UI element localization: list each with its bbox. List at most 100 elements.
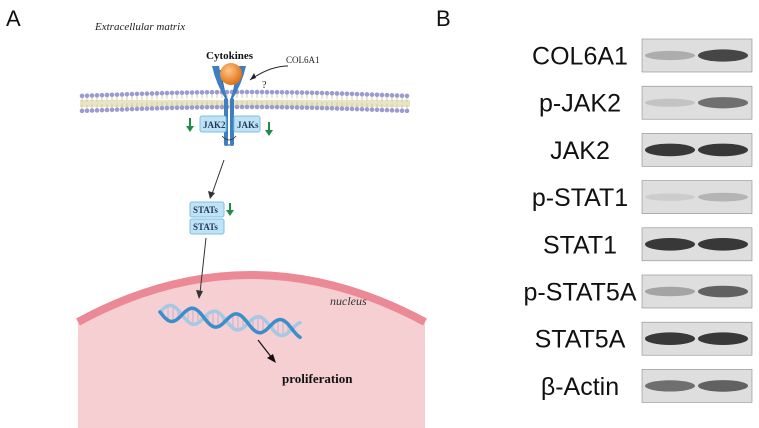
lipid-head [394, 93, 400, 98]
band-lane-2 [698, 97, 748, 109]
band-lane-1 [645, 332, 695, 346]
stats-box-top [189, 201, 225, 218]
lipid-head [84, 93, 90, 99]
lipid-head [319, 105, 325, 111]
lipid-head [304, 105, 310, 110]
lipid-head [169, 90, 175, 96]
lipid-head [339, 91, 345, 96]
stats-box-bottom [189, 218, 225, 235]
lipid-head [309, 105, 315, 111]
cell-membrane [79, 89, 410, 114]
lipid-head [274, 89, 280, 95]
lipid-head [374, 107, 380, 113]
lipid-head [199, 105, 205, 110]
jaks-label: JAKs [237, 120, 259, 130]
lipid-head [149, 91, 155, 96]
lipid-head [239, 89, 245, 95]
lipid-head [249, 104, 255, 110]
lipid-head [269, 104, 275, 110]
lipid-head [384, 92, 390, 98]
band-lane-2 [698, 237, 748, 251]
lipid-head [279, 89, 285, 95]
lipid-head [224, 89, 230, 95]
lipid-head [154, 91, 160, 96]
lipid-head [174, 90, 180, 96]
receptor-arm-right [230, 66, 246, 100]
lipid-head [284, 105, 290, 110]
lipid-head [219, 104, 225, 110]
lipid-head [324, 105, 330, 111]
lipid-head [189, 90, 195, 95]
lipid-head [399, 93, 405, 98]
lipid-head [354, 106, 360, 112]
lipid-head [369, 107, 375, 112]
band-lane-2 [698, 192, 748, 202]
cytokine-ball [220, 63, 242, 85]
dna-helix-icon [158, 303, 302, 340]
lipid-head [99, 107, 105, 113]
blot-label: β-Actin [541, 373, 619, 401]
lipid-head [379, 92, 385, 98]
lipid-head [349, 106, 355, 112]
lipid-head [114, 92, 120, 97]
lipid-head [239, 104, 245, 110]
cytokines-label: Cytokines [206, 50, 254, 62]
lipid-head [354, 91, 360, 97]
lipid-head [349, 91, 355, 97]
jak2-label: JAK2 [203, 120, 226, 130]
lipid-head [124, 106, 130, 112]
signal-arrow-2 [199, 237, 207, 294]
lipid-head [179, 105, 185, 110]
lipid-head [144, 106, 150, 111]
blot-row: p-STAT1 [532, 180, 753, 214]
down-arrow-icon [265, 122, 273, 136]
lipid-head [134, 106, 140, 112]
signal-arrow-1 [211, 159, 225, 195]
lipid-head [209, 104, 215, 110]
lipid-head [384, 107, 390, 113]
lipid-head [319, 90, 325, 96]
lipid-head [109, 92, 115, 98]
lipid-head [334, 91, 340, 96]
lipid-head [254, 89, 260, 95]
lipid-head [379, 107, 385, 113]
receptor-arm-left [212, 66, 228, 100]
lipid-head [244, 89, 250, 95]
lipid-head [164, 105, 170, 111]
lipid-head [364, 107, 370, 112]
lipid-head [259, 104, 265, 110]
nucleus [78, 275, 425, 428]
lipid-head [294, 90, 300, 95]
proliferation-arrow [257, 339, 273, 359]
extracellular-matrix-label: Extracellular matrix [94, 21, 185, 33]
lipid-head [284, 90, 290, 95]
lipid-head [274, 104, 280, 110]
blot-label: COL6A1 [532, 43, 628, 71]
lipid-head [394, 108, 400, 113]
lipid-head [159, 90, 165, 96]
lipid-head [89, 93, 95, 98]
lipid-head [399, 108, 405, 113]
lipid-head [299, 105, 305, 110]
lipid-head [109, 107, 115, 113]
lipid-head [334, 106, 340, 111]
lipid-head [404, 93, 410, 99]
lipid-head [374, 92, 380, 98]
band-lane-1 [645, 193, 695, 201]
blot-label: p-STAT5A [524, 279, 637, 307]
lipid-head [314, 90, 320, 96]
lipid-head [94, 108, 100, 113]
lipid-head [234, 104, 240, 110]
blot-row: STAT5A [535, 321, 753, 356]
lipid-head [254, 104, 260, 110]
receptor-stem-right [230, 98, 234, 146]
proliferation-label: proliferation [282, 371, 353, 386]
western-blot-panel: COL6A1p-JAK2JAK2p-STAT1STAT1p-STAT5ASTAT… [524, 38, 753, 403]
lipid-head [99, 92, 105, 98]
lipid-head [184, 90, 190, 95]
question-mark: ? [262, 80, 267, 91]
band-lane-1 [645, 237, 695, 251]
lipid-head [259, 89, 265, 95]
